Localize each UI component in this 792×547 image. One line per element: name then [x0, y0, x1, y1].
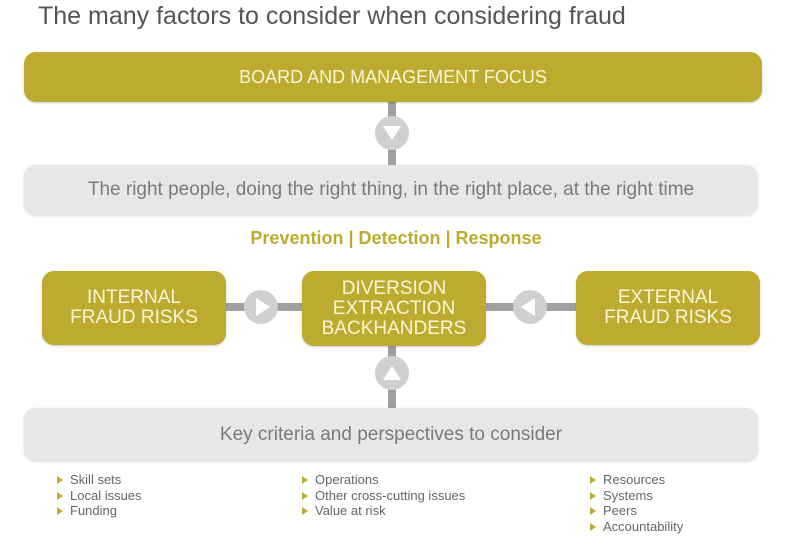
- criteria-box: Key criteria and perspectives to conside…: [24, 408, 758, 461]
- board-focus-label: BOARD AND MANAGEMENT FOCUS: [239, 66, 547, 87]
- arrow-up-icon: [375, 356, 409, 390]
- bullet-item: Operations: [302, 472, 465, 488]
- bullet-text: Resources: [603, 472, 666, 487]
- bullet-arrow-icon: [590, 475, 596, 484]
- bullet-text: Peers: [603, 503, 637, 519]
- bullet-item: Other cross-cutting issues: [302, 488, 465, 504]
- bullet-item: Local issues: [57, 488, 142, 504]
- bullet-arrow-icon: [302, 507, 308, 516]
- arrow-left-icon: [513, 290, 547, 324]
- bullet-arrow-icon: [57, 491, 63, 500]
- bullet-item: Skill sets: [57, 472, 142, 488]
- bullet-list-3: Resources Systems Peers Accountability: [590, 472, 683, 535]
- bullet-arrow-icon: [302, 491, 308, 500]
- bullet-text: Accountability: [603, 519, 684, 535]
- bullet-arrow-icon: [57, 507, 63, 516]
- center-line-2: EXTRACTION: [332, 297, 456, 319]
- internal-fraud-risks-box: INTERNAL FRAUD RISKS: [42, 271, 226, 345]
- bullet-item: Value at risk: [302, 503, 465, 519]
- bullet-arrow-icon: [590, 522, 596, 531]
- bullet-text: Other cross-cutting issues: [315, 487, 466, 503]
- external-fraud-risks-box: EXTERNAL FRAUD RISKS: [576, 271, 760, 345]
- bullet-arrow-icon: [590, 491, 596, 500]
- prevention-detection-response: Prevention | Detection | Response: [250, 228, 542, 248]
- bullet-item: Resources: [590, 472, 683, 488]
- bullet-item: Peers: [590, 503, 683, 519]
- center-line-3: BACKHANDERS: [321, 317, 467, 339]
- bullet-item: Systems: [590, 488, 683, 504]
- internal-line-1: INTERNAL: [87, 287, 181, 308]
- bullet-arrow-icon: [590, 507, 596, 516]
- criteria-label: Key criteria and perspectives to conside…: [219, 423, 563, 445]
- bullet-list-1: Skill sets Local issues Funding: [57, 472, 142, 519]
- people-box: The right people, doing the right thing,…: [24, 165, 758, 215]
- bullet-item: Funding: [57, 503, 142, 519]
- bullet-text: Systems: [603, 487, 653, 503]
- bullet-list-2: Operations Other cross-cutting issues Va…: [302, 472, 465, 519]
- bullet-text: Local issues: [70, 487, 142, 503]
- board-focus-box: BOARD AND MANAGEMENT FOCUS: [24, 52, 762, 102]
- bullet-arrow-icon: [57, 475, 63, 484]
- bullet-text: Funding: [70, 503, 117, 519]
- diagram-title: The many factors to consider when consid…: [38, 2, 626, 30]
- bullet-arrow-icon: [302, 475, 308, 484]
- bullet-item: Accountability: [590, 519, 683, 535]
- bullet-text: Skill sets: [70, 472, 122, 487]
- external-line-1: EXTERNAL: [617, 287, 719, 308]
- people-label: The right people, doing the right thing,…: [87, 179, 695, 200]
- internal-line-2: FRAUD RISKS: [70, 307, 198, 328]
- bullet-text: Value at risk: [315, 503, 386, 519]
- arrow-down-icon: [375, 116, 409, 150]
- center-line-1: DIVERSION: [341, 277, 447, 299]
- external-line-2: FRAUD RISKS: [604, 307, 732, 328]
- bullet-text: Operations: [315, 472, 379, 487]
- center-risks-box: DIVERSION EXTRACTION BACKHANDERS: [302, 271, 486, 346]
- arrow-right-icon: [244, 290, 278, 324]
